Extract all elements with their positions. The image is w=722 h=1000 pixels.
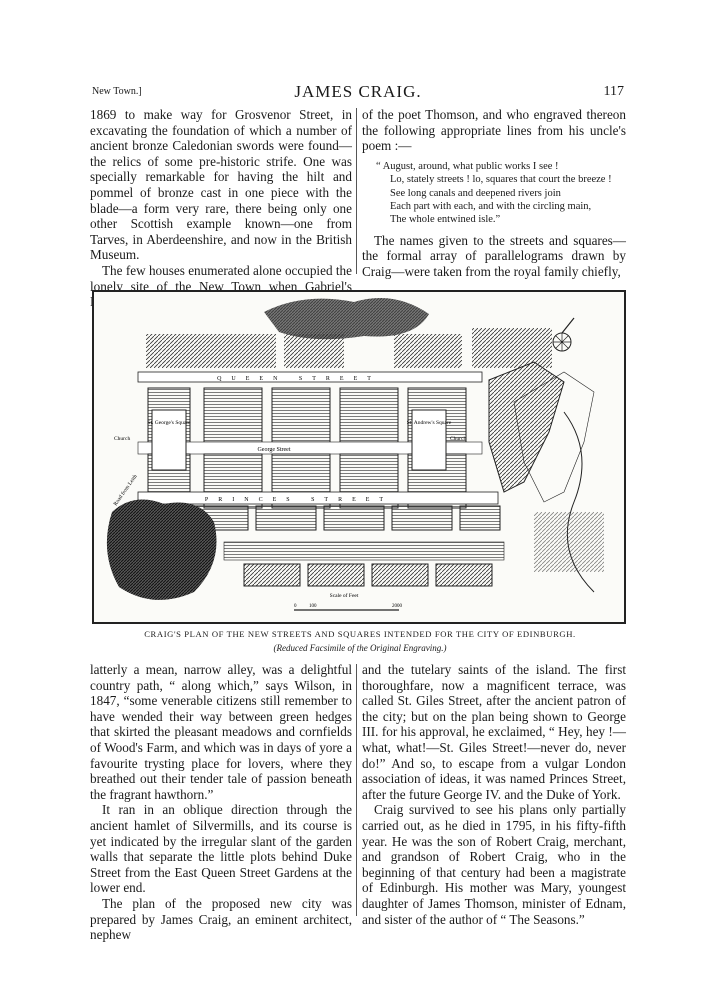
poem-line: Lo, stately streets ! lo, squares that c… (390, 174, 612, 186)
svg-text:Scale of Feet: Scale of Feet (330, 592, 359, 599)
allegorical-vignette (106, 499, 217, 600)
svg-text:2000: 2000 (392, 604, 403, 609)
bottom-left-column: latterly a mean, narrow alley, was a del… (90, 662, 352, 943)
south-blocks (243, 563, 493, 587)
paragraph: It ran in an oblique direction through t… (90, 802, 352, 896)
section-label: New Town.] (92, 86, 142, 97)
st-andrews-square: St. Andrew's Square (407, 409, 452, 471)
top-left-column: 1869 to make way for Grosvenor Street, i… (90, 107, 352, 310)
princes-street-blocks (187, 505, 501, 531)
old-town (488, 361, 604, 593)
svg-text:100: 100 (309, 604, 317, 609)
map-drawing: QUEEN STREET George Street St. George's … (106, 298, 604, 611)
figure-subcaption: (Reduced Facsimile of the Original Engra… (273, 643, 447, 653)
page-number: 117 (603, 84, 624, 99)
scale-bar: Scale of Feet 0 100 2000 (294, 592, 403, 611)
poem-line: Each part with each, and with the circli… (390, 201, 592, 212)
bottom-right-column: and the tutelary saints of the island. T… (362, 662, 626, 927)
paragraph: The names given to the streets and squar… (362, 232, 626, 279)
st-georges-square: St. George's Square (147, 409, 191, 471)
svg-text:St. Andrew's Square: St. Andrew's Square (407, 420, 452, 426)
column-divider (356, 664, 357, 916)
column-divider (356, 108, 357, 274)
queen-street-label: QUEEN STREET (217, 376, 381, 382)
top-right-column: of the poet Thomson, and who engraved th… (362, 107, 626, 280)
paragraph: and the tutelary saints of the island. T… (362, 662, 626, 802)
paragraph: latterly a mean, narrow alley, was a del… (90, 662, 352, 802)
paragraph: Craig survived to see his plans only par… (362, 802, 626, 927)
top-vignette (264, 298, 429, 340)
running-header: New Town.] JAMES CRAIG. 117 (92, 82, 624, 104)
paragraph: of the poet Thomson, and who engraved th… (362, 107, 626, 154)
svg-text:0: 0 (294, 604, 297, 609)
page-title: JAMES CRAIG. (294, 82, 422, 101)
north-gardens (146, 328, 552, 368)
figure-caption: CRAIG'S PLAN OF THE NEW STREETS AND SQUA… (144, 629, 576, 639)
compass-rose-icon (552, 317, 575, 352)
poem-line: The whole entwined isle.” (390, 214, 501, 226)
poem-line: See long canals and deepened rivers join (390, 187, 561, 199)
princes-street-label: PRINCES STREET (205, 497, 393, 503)
church-label-right: Church (450, 436, 466, 442)
svg-text:St. George's Square: St. George's Square (147, 420, 191, 426)
church-label-left: Church (114, 436, 130, 442)
george-street-label: George Street (257, 447, 290, 453)
poem-quote: “ August, around, what public works I se… (376, 160, 626, 227)
map-engraving: QUEEN STREET George Street St. George's … (92, 290, 626, 624)
paragraph: 1869 to make way for Grosvenor Street, i… (90, 107, 352, 263)
paragraph: The plan of the proposed new city was pr… (90, 895, 352, 943)
poem-line: “ August, around, what public works I se… (376, 160, 559, 172)
